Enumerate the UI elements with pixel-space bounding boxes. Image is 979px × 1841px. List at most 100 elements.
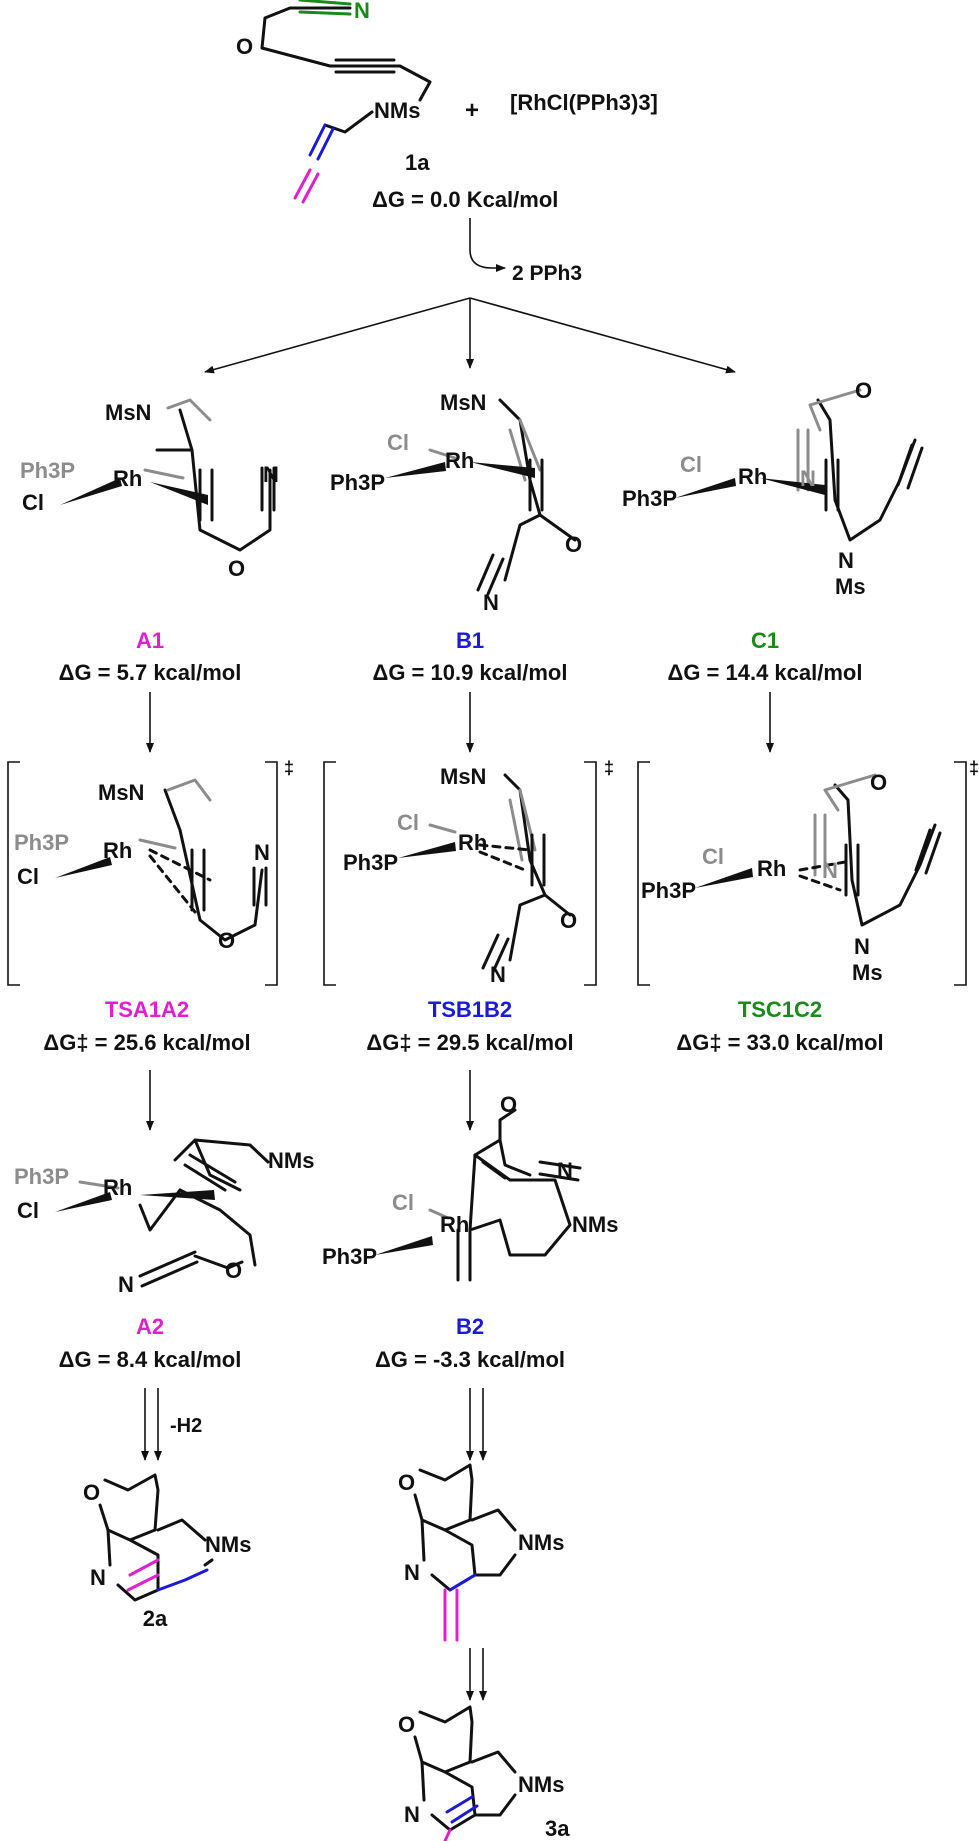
ts-b-bracket-right bbox=[584, 761, 597, 986]
2a-o: O bbox=[83, 1480, 100, 1505]
c1-allene bbox=[896, 443, 924, 490]
a1-gray-bonds bbox=[143, 398, 212, 480]
ts-b-bracket-left bbox=[323, 761, 336, 986]
alkyne-bond-1a bbox=[334, 58, 396, 74]
branch-arrow-c bbox=[469, 297, 736, 374]
tsa-cl: Cl bbox=[17, 864, 39, 889]
a1-energy: ΔG = 5.7 kcal/mol bbox=[59, 660, 242, 685]
a1-o: O bbox=[228, 556, 245, 581]
a2-o: O bbox=[225, 1258, 242, 1283]
b2-rings bbox=[468, 1153, 572, 1257]
tsa-n: N bbox=[254, 840, 270, 865]
tsc-n: N bbox=[822, 858, 838, 883]
3a-n: N bbox=[404, 1802, 420, 1827]
nitrile-n-label: N bbox=[354, 0, 370, 23]
tsc-ph3p: Ph3P bbox=[641, 878, 696, 903]
b1-energy: ΔG = 10.9 kcal/mol bbox=[373, 660, 568, 685]
a2-name: A2 bbox=[136, 1314, 164, 1339]
b2-nms: NMs bbox=[572, 1212, 618, 1237]
a1-name: A1 bbox=[136, 628, 164, 653]
tsc-name: TSC1C2 bbox=[738, 997, 822, 1022]
tsa-dashed-bonds bbox=[148, 848, 212, 914]
ether-o-label: O bbox=[236, 34, 253, 59]
tsc-dashed-bonds bbox=[798, 860, 847, 892]
b1-wedge-alkyne bbox=[470, 462, 535, 478]
ts-b-mark: ‡ bbox=[604, 758, 614, 778]
tsc-cl: Cl bbox=[702, 844, 724, 869]
start-free-energy: ΔG = 0.0 Kcal/mol bbox=[372, 187, 558, 212]
c1-o: O bbox=[855, 378, 872, 403]
tsa-o: O bbox=[218, 928, 235, 953]
3a-pyrrolidine bbox=[470, 1750, 517, 1817]
c1-skeleton bbox=[816, 398, 917, 542]
b1-o: O bbox=[565, 532, 582, 557]
ligand-loss-arrow bbox=[469, 218, 506, 272]
tsb-o: O bbox=[560, 908, 577, 933]
a2-nms: NMs bbox=[268, 1148, 314, 1173]
a2-structure: NMs Ph3P Rh Cl N O bbox=[14, 1138, 314, 1297]
b1-skeleton bbox=[498, 398, 577, 582]
tsa1a2-structure: MsN Ph3P Rh Cl N O bbox=[14, 778, 270, 953]
compound-1a-structure: N O NMs bbox=[236, 0, 432, 204]
tsc-alkyne bbox=[844, 843, 860, 897]
a1-rh: Rh bbox=[113, 466, 142, 491]
tsa-ph3p: Ph3P bbox=[14, 830, 69, 855]
b2-wedge-p bbox=[375, 1236, 433, 1255]
a2-n: N bbox=[118, 1272, 134, 1297]
a1-wedge-cl bbox=[60, 478, 122, 505]
b1-ph3p: Ph3P bbox=[330, 470, 385, 495]
ts-a-mark: ‡ bbox=[284, 758, 294, 778]
tsb-energy: ΔG‡ = 29.5 kcal/mol bbox=[366, 1030, 573, 1055]
tsb-dashed-bonds bbox=[478, 843, 532, 872]
2a-blue-bond bbox=[156, 1568, 209, 1592]
c1-structure: O Cl Rh N Ph3P N Ms bbox=[622, 378, 924, 599]
compound-1a-label: 1a bbox=[405, 150, 430, 175]
branch-arrow-a bbox=[204, 297, 471, 374]
ts-a-bracket-left bbox=[7, 761, 20, 986]
c1-rh: Rh bbox=[738, 464, 767, 489]
b2-sidechain bbox=[473, 1108, 532, 1177]
tsc-rh: Rh bbox=[757, 856, 786, 881]
tsb1b2-structure: MsN Cl Rh Ph3P O N bbox=[343, 764, 577, 987]
b1-name: B1 bbox=[456, 628, 484, 653]
product-2a-label: 2a bbox=[143, 1606, 168, 1631]
tsb-rh: Rh bbox=[458, 830, 487, 855]
tsc-ms: Ms bbox=[852, 960, 883, 985]
c1-n: N bbox=[800, 466, 816, 491]
tsa-name: TSA1A2 bbox=[105, 997, 189, 1022]
b2-ph3p: Ph3P bbox=[322, 1244, 377, 1269]
b2-exo-methylene bbox=[456, 1228, 472, 1282]
tsc-wedge-p bbox=[695, 868, 753, 888]
rhodium-reagent: [RhCl(PPh3)3] bbox=[510, 90, 658, 115]
bint-pyrrolidine bbox=[470, 1508, 517, 1577]
a2-ch2o bbox=[193, 1254, 244, 1270]
tsb-wedge-p bbox=[398, 842, 456, 858]
plus-sign: + bbox=[465, 97, 479, 124]
a2-rh: Rh bbox=[103, 1175, 132, 1200]
b2-energy: ΔG = -3.3 kcal/mol bbox=[375, 1347, 565, 1372]
tsa-gray bbox=[138, 778, 212, 850]
tsb-name: TSB1B2 bbox=[428, 997, 512, 1022]
tsa-skeleton bbox=[163, 788, 264, 942]
tsb-n: N bbox=[490, 962, 506, 987]
a2-skeleton bbox=[138, 1138, 270, 1267]
tsa-nitrile bbox=[252, 866, 268, 907]
c1-name: C1 bbox=[751, 628, 779, 653]
bint-blue-bond bbox=[448, 1573, 477, 1592]
a1-cl: Cl bbox=[22, 490, 44, 515]
ts-c-mark: ‡ bbox=[969, 758, 979, 778]
tsb-nitrile bbox=[481, 933, 510, 974]
b-path-intermediate-structure: O NMs N bbox=[398, 1463, 564, 1642]
tsb-ph3p: Ph3P bbox=[343, 850, 398, 875]
tsc-skeleton bbox=[833, 783, 937, 927]
a1-skeleton bbox=[155, 408, 272, 552]
b1-cl: Cl bbox=[387, 430, 409, 455]
a2-wedge-cl bbox=[55, 1192, 112, 1212]
tsb-alkyne bbox=[530, 833, 546, 887]
product-3a-structure: O NMs N bbox=[398, 1705, 564, 1841]
a2-energy: ΔG = 8.4 kcal/mol bbox=[59, 1347, 242, 1372]
bond-skeleton-1a bbox=[260, 6, 432, 102]
3a-thf-ring bbox=[413, 1705, 474, 1774]
b2-cl: Cl bbox=[392, 1190, 414, 1215]
